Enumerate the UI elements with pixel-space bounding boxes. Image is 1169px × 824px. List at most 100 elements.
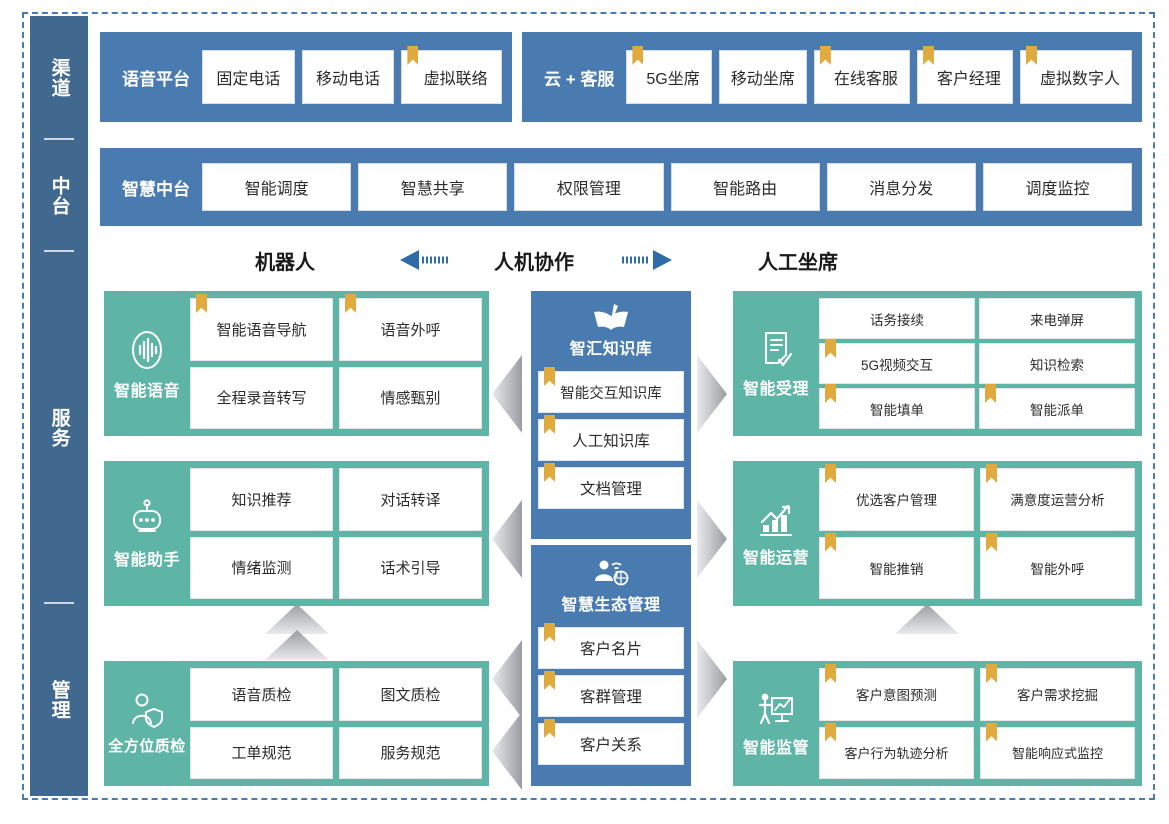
diagram-outer-frame [22, 12, 1155, 800]
feature-label: 优选客户管理 [856, 493, 937, 509]
feature-cell[interactable]: 客户需求挖掘 [980, 664, 1135, 721]
feature-cell[interactable]: 满意度运营分析 [980, 464, 1135, 531]
feature-cell[interactable]: 智能填单 [819, 384, 975, 429]
feature-cell[interactable]: 情绪监测 [190, 536, 333, 599]
channel-chip[interactable]: 虚拟数字人 [1019, 46, 1133, 104]
feature-cell[interactable]: 智能响应式监控 [980, 722, 1135, 779]
person-network-icon [595, 560, 629, 586]
feature-cell[interactable]: 语音质检 [190, 668, 333, 721]
chip-label: 智能调度 [244, 181, 309, 198]
feature-cell[interactable]: 语音外呼 [339, 294, 482, 361]
feature-cell[interactable]: 智能外呼 [980, 532, 1135, 599]
platform-chip[interactable]: 智慧共享 [358, 163, 508, 211]
bookmark-ribbon-icon [986, 532, 997, 552]
feature-cell[interactable]: 知识检索 [979, 343, 1135, 384]
feature-cell[interactable]: 话务接续 [819, 298, 975, 339]
panel-intelligent-acceptance: 智能受理 话务接续 来电弹屏 5G视频交互 知识检索 智能填单 智能派单 [733, 291, 1142, 436]
bookmark-ribbon-icon [407, 46, 419, 65]
feature-label: 客户需求挖掘 [1017, 688, 1098, 704]
feature-cell[interactable]: 客户意图预测 [819, 664, 974, 721]
panel-title: 智能语音 [113, 382, 180, 400]
column-heading-collaboration: 人机协作 [494, 252, 574, 274]
feature-cell[interactable]: 对话转译 [339, 468, 482, 531]
up-arrow-operation-to-supervision-icon [895, 604, 959, 634]
feature-label: 客户名片 [579, 641, 642, 658]
rail-label-channel: 渠道 [48, 58, 70, 98]
bookmark-ribbon-icon [986, 464, 997, 483]
feature-cell[interactable]: 服务规范 [339, 726, 482, 779]
platform-chip[interactable]: 权限管理 [514, 163, 664, 211]
chip-label: 移动坐席 [730, 71, 795, 88]
platform-chip[interactable]: 消息分发 [826, 163, 976, 211]
bookmark-ribbon-icon [632, 46, 644, 65]
platform-chip[interactable]: 智能路由 [670, 163, 820, 211]
center-panel-title: 智慧生态管理 [561, 597, 661, 614]
platform-chip[interactable]: 智能调度 [202, 163, 352, 211]
feature-label: 全程录音转写 [216, 390, 307, 408]
feature-cell[interactable]: 图文质检 [339, 668, 482, 721]
chip-label: 智慧共享 [400, 181, 465, 198]
feature-cell[interactable]: 知识推荐 [190, 468, 333, 531]
rail-section-service: 服务 [30, 252, 88, 604]
feature-label: 客户意图预测 [856, 688, 937, 704]
feature-cell[interactable]: 智能派单 [979, 384, 1135, 429]
feature-label: 语音质检 [231, 686, 292, 704]
column-heading-robot: 机器人 [255, 252, 315, 274]
up-arrow-voice-to-assistant-icon [265, 604, 329, 634]
feature-label: 智能交互知识库 [560, 385, 662, 402]
feature-cell[interactable]: 客户行为轨迹分析 [819, 722, 974, 779]
channel-chip[interactable]: 5G坐席 [626, 46, 712, 104]
panel-intelligent-supervision: 智能监管 客户意图预测 客户需求挖掘 客户行为轨迹分析 智能响应式监控 [733, 661, 1142, 786]
center-feature-row[interactable]: 客户关系 [538, 719, 684, 765]
rail-section-management: 管理 [30, 604, 88, 796]
bookmark-ribbon-icon [544, 623, 555, 642]
chip-label: 权限管理 [556, 181, 621, 198]
feature-cell[interactable]: 优选客户管理 [819, 464, 974, 531]
feature-label: 工单规范 [231, 745, 292, 763]
chevron-left-icon [492, 500, 522, 578]
channel-group-cloud-service: 云 + 客服 5G坐席 移动坐席 在线客服 客户经理 虚拟数字人 [522, 32, 1142, 122]
bookmark-ribbon-icon [544, 415, 555, 434]
channel-group-title: 云 + 客服 [544, 69, 615, 89]
stage-rail: 渠道 中台 服务 管理 [30, 16, 88, 796]
book-pen-icon [594, 304, 628, 330]
feature-label: 知识检索 [1030, 357, 1084, 373]
platform-chip[interactable]: 调度监控 [982, 163, 1133, 211]
center-feature-row[interactable]: 客户名片 [538, 623, 684, 669]
feature-label: 图文质检 [380, 686, 441, 704]
feature-cell[interactable]: 5G视频交互 [819, 339, 975, 384]
feature-label: 人工知识库 [572, 433, 650, 450]
channel-chip[interactable]: 虚拟联络 [401, 46, 503, 104]
panel-intelligent-voice: 智能语音 智能语音导航 语音外呼 全程录音转写 情感甄别 [104, 291, 489, 436]
feature-cell[interactable]: 来电弹屏 [979, 298, 1135, 339]
feature-label: 情感甄别 [380, 390, 441, 408]
platform-row-title: 智慧中台 [122, 179, 190, 199]
chip-label: 固定电话 [216, 71, 281, 88]
channel-chip[interactable]: 移动电话 [301, 50, 395, 104]
chevron-right-icon [697, 500, 727, 578]
channel-chip[interactable]: 客户经理 [916, 46, 1013, 104]
feature-cell[interactable]: 智能推销 [819, 532, 974, 599]
chip-label: 消息分发 [869, 181, 934, 198]
feature-label: 语音外呼 [380, 321, 441, 339]
chevron-right-icon [697, 640, 727, 718]
channel-chip[interactable]: 移动坐席 [718, 50, 807, 104]
bookmark-ribbon-icon [986, 664, 997, 683]
feature-label: 服务规范 [380, 745, 441, 763]
chevron-left-icon [492, 355, 522, 433]
center-feature-row[interactable]: 客群管理 [538, 671, 684, 717]
chip-label: 虚拟数字人 [1039, 71, 1120, 88]
feature-label: 满意度运营分析 [1010, 493, 1105, 509]
feature-cell[interactable]: 话术引导 [339, 536, 482, 599]
feature-cell[interactable]: 情感甄别 [339, 366, 482, 429]
channel-chip[interactable]: 在线客服 [813, 46, 910, 104]
center-feature-row[interactable]: 文档管理 [538, 463, 684, 509]
feature-cell[interactable]: 全程录音转写 [190, 366, 333, 429]
center-feature-row[interactable]: 人工知识库 [538, 415, 684, 461]
channel-chip[interactable]: 固定电话 [202, 50, 295, 104]
center-feature-row[interactable]: 智能交互知识库 [538, 367, 684, 413]
feature-cell[interactable]: 工单规范 [190, 726, 333, 779]
bookmark-ribbon-icon [544, 463, 555, 482]
channel-group-voice-platform: 语音平台 固定电话 移动电话 虚拟联络 [100, 32, 512, 122]
feature-cell[interactable]: 智能语音导航 [190, 294, 333, 361]
